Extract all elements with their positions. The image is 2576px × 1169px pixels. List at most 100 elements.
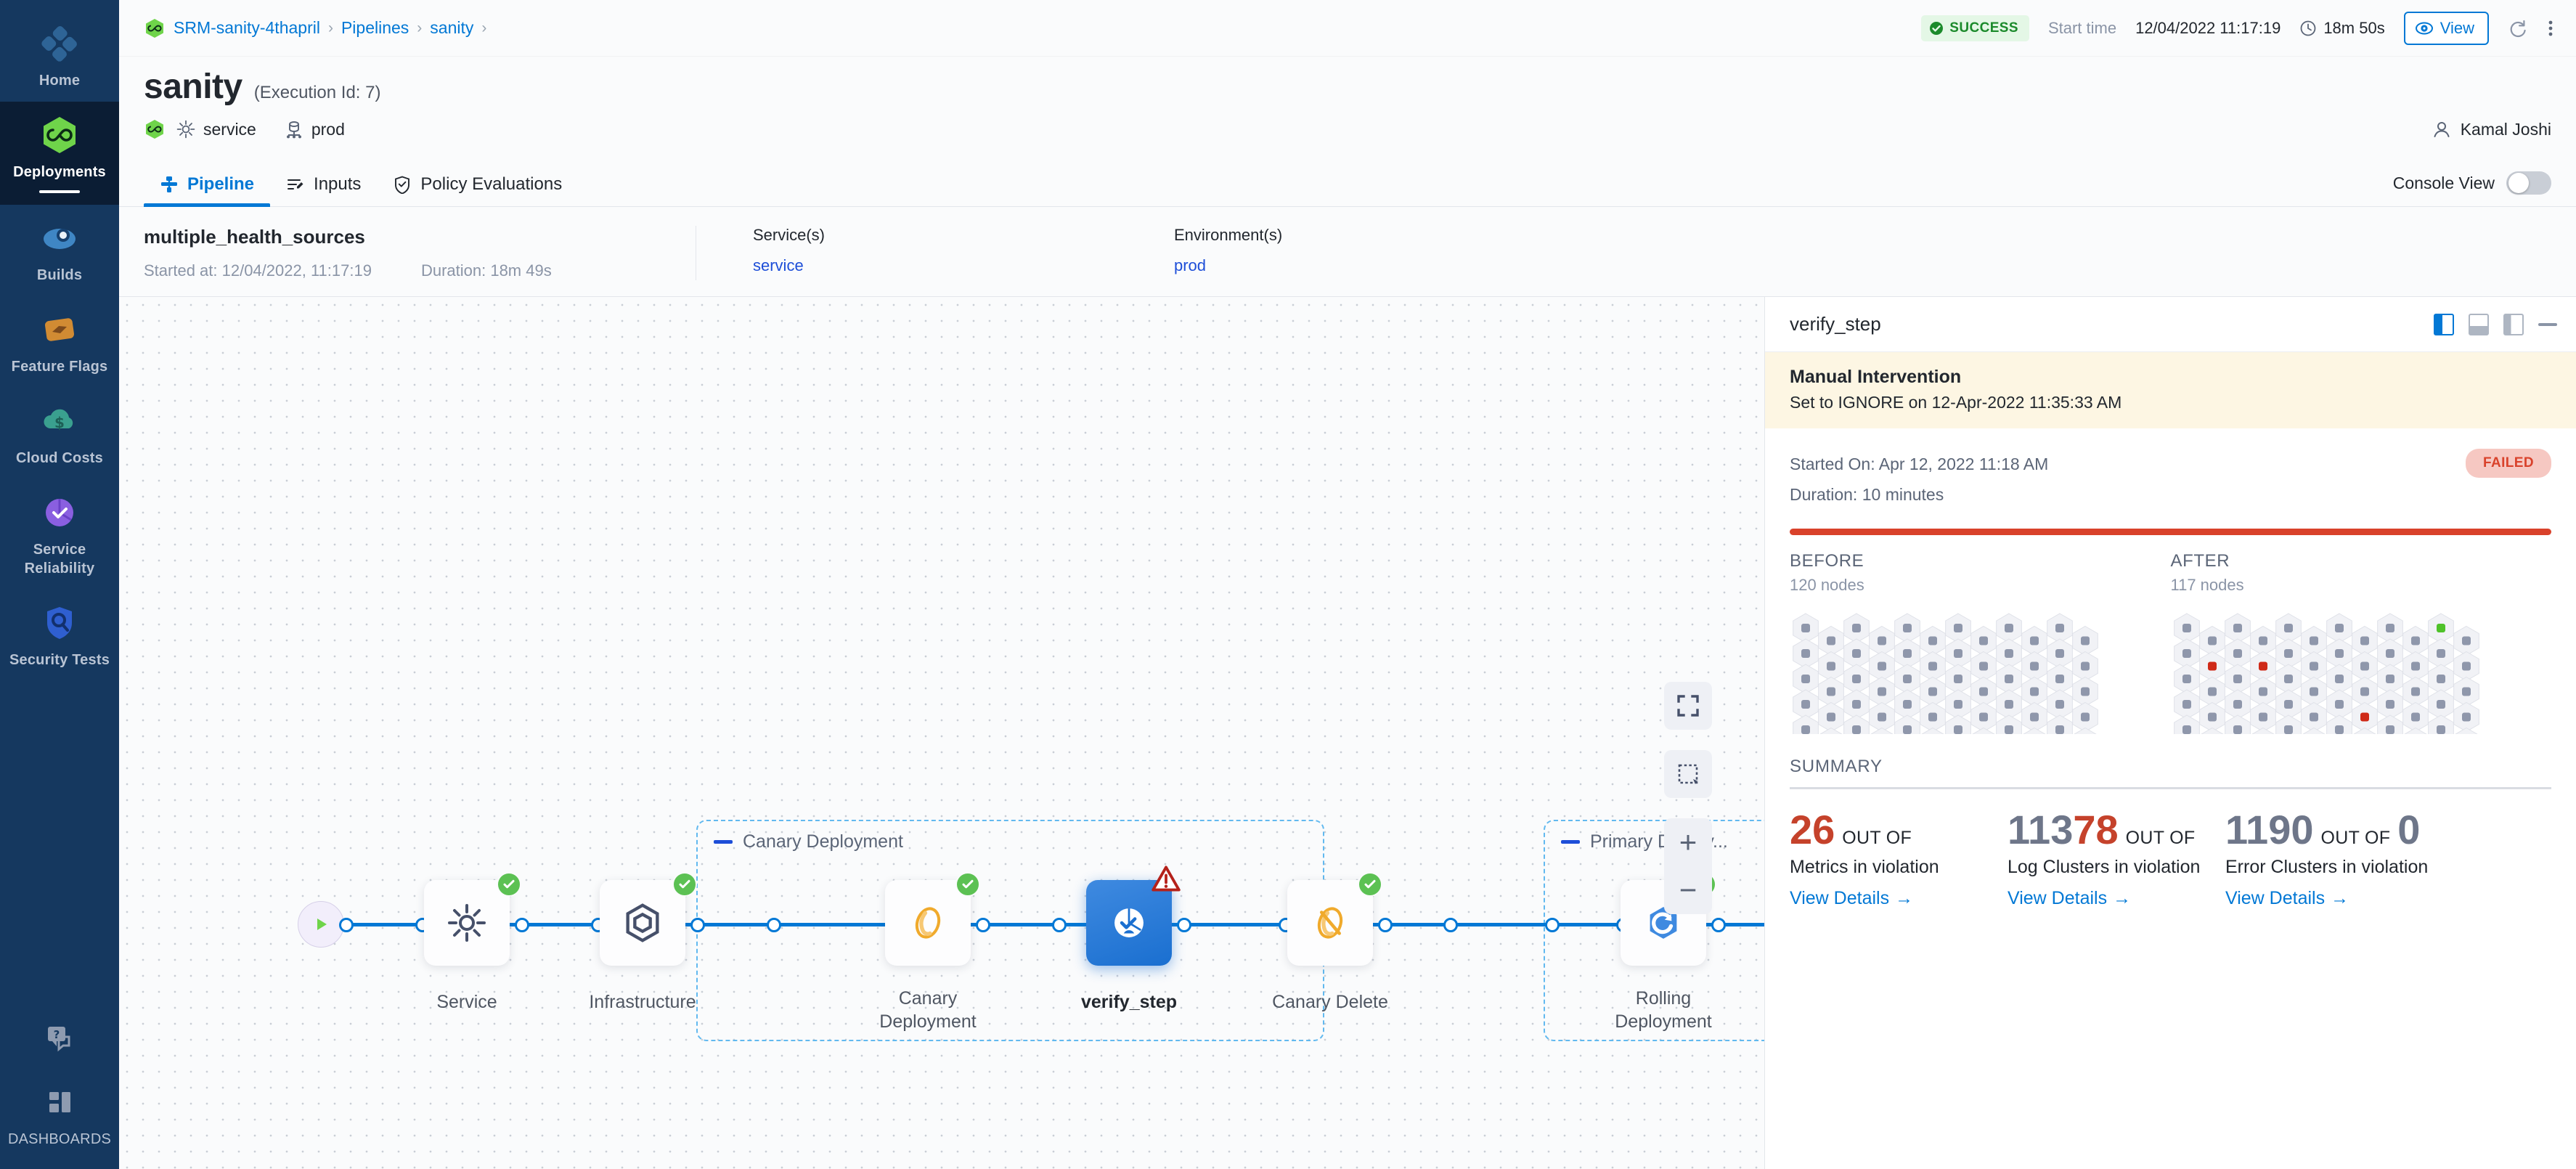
sidebar-label-home: Home — [38, 73, 81, 89]
stage-infrastructure[interactable] — [600, 880, 685, 966]
fit-to-screen-icon[interactable] — [1664, 682, 1712, 730]
console-view-switch[interactable] — [2506, 171, 2551, 195]
start-time-label: Start time — [2047, 18, 2117, 37]
connector-dot — [976, 918, 990, 932]
sidebar-item-security-tests[interactable]: Security Tests — [0, 590, 119, 681]
policy-shield-icon — [393, 175, 412, 194]
collapse-dash-icon[interactable] — [1561, 840, 1580, 844]
clock-icon — [2299, 20, 2317, 37]
stage-status-success — [955, 872, 980, 897]
split-bottom-icon[interactable] — [2469, 313, 2489, 335]
collapse-dash-icon[interactable] — [714, 840, 733, 844]
breadcrumb-separator: › — [327, 19, 333, 36]
stat-metrics-link-label: View Details — [1790, 888, 1890, 908]
service-chip[interactable]: service — [176, 119, 256, 139]
sidebar-item-dashboards[interactable]: DASHBOARDS — [0, 1069, 119, 1169]
arrow-right-icon: → — [2113, 888, 2132, 908]
connector-dot — [690, 918, 705, 932]
pipeline-start-node[interactable] — [298, 901, 344, 948]
user-avatar-icon — [2432, 119, 2452, 139]
inputs-icon — [286, 175, 305, 194]
tabs-bar: Pipeline Inputs — [119, 155, 2576, 207]
breadcrumb-item-project[interactable]: SRM-sanity-4thapril — [174, 18, 320, 37]
gear-icon — [176, 119, 196, 139]
execution-summary-bar: multiple_health_sources Started at: 12/0… — [119, 207, 2576, 297]
console-view-label: Console View — [2392, 173, 2495, 192]
harness-infinity-icon — [144, 118, 166, 140]
services-value[interactable]: service — [753, 256, 804, 274]
stage-status-success — [497, 872, 521, 897]
cloud-cost-icon: $ — [39, 401, 80, 441]
hexagon-icon — [620, 900, 665, 945]
rolling-deploy-icon — [1643, 903, 1684, 943]
group-title-canary: Canary Deployment — [714, 831, 903, 852]
tab-policy-evaluations[interactable]: Policy Evaluations — [377, 174, 578, 206]
tab-pipeline[interactable]: Pipeline — [144, 174, 271, 207]
zoom-out-label: − — [1679, 873, 1697, 907]
pipeline-canvas[interactable]: Canary Deployment Primary Deploy... — [119, 297, 1764, 1169]
after-heading: AFTER — [2170, 551, 2230, 571]
breadcrumb-separator: › — [417, 19, 423, 36]
kebab-menu-icon[interactable] — [2547, 18, 2554, 38]
stat-metrics-value-line: 26 OUT OF — [1790, 808, 1993, 852]
select-area-icon[interactable] — [1664, 750, 1712, 798]
breadcrumb-item-sanity[interactable]: sanity — [430, 18, 474, 37]
arrow-right-icon: → — [2331, 888, 2349, 908]
manual-intervention-title: Manual Intervention — [1790, 367, 1962, 387]
sidebar-item-deployments[interactable]: Deployments — [0, 102, 119, 205]
start-time-value: 12/04/2022 11:17:19 — [2135, 18, 2281, 37]
stage-canary-deployment[interactable] — [885, 880, 971, 966]
zoom-in-button[interactable]: + — [1664, 818, 1712, 866]
stage-service[interactable] — [424, 880, 510, 966]
breadcrumb-separator: › — [481, 19, 487, 36]
stage-canary-delete[interactable] — [1287, 880, 1373, 966]
summary-divider — [1790, 787, 2551, 789]
stat-log-clusters-link-label: View Details — [2008, 888, 2108, 908]
stat-error-clusters-link-label: View Details — [2225, 888, 2326, 908]
before-column: BEFORE 120 nodes — [1790, 551, 2171, 758]
stage-label-canary-delete: Canary Delete — [1272, 992, 1388, 1012]
step-duration: Duration: 10 minutes — [1790, 485, 1944, 504]
sidebar-item-builds[interactable]: Builds — [0, 205, 119, 296]
execution-sub: Started at: 12/04/2022, 11:17:19 Duratio… — [144, 261, 696, 280]
split-left-icon[interactable] — [2503, 313, 2524, 335]
services-column: Service(s) service — [728, 226, 1149, 280]
before-hex-grid — [1790, 611, 2171, 758]
verify-icon — [1108, 902, 1150, 944]
zoom-out-button[interactable]: − — [1664, 866, 1712, 914]
work-area: Canary Deployment Primary Deploy... — [119, 297, 2576, 1169]
stat-error-clusters-view-details[interactable]: View Details → — [2225, 888, 2349, 909]
builds-icon — [39, 218, 80, 258]
step-status-badge: FAILED — [2466, 449, 2551, 478]
minimize-icon[interactable] — [2538, 322, 2557, 326]
tab-inputs[interactable]: Inputs — [270, 174, 377, 206]
environments-value[interactable]: prod — [1174, 256, 1207, 274]
refresh-icon[interactable] — [2508, 18, 2528, 38]
svg-text:$: $ — [54, 414, 65, 431]
page-title: sanity — [144, 68, 242, 106]
split-right-icon[interactable] — [2434, 313, 2454, 335]
failed-progress-bar — [1790, 529, 2551, 535]
environment-chip[interactable]: prod — [284, 119, 345, 139]
stage-status-warning — [1152, 865, 1181, 896]
zoom-in-label: + — [1679, 825, 1697, 859]
stat-error-clusters-denominator: 0 — [2397, 807, 2421, 852]
sidebar-item-help[interactable]: ? — [0, 1003, 119, 1069]
security-shield-icon — [39, 603, 80, 643]
sidebar-item-home[interactable]: Home — [0, 10, 119, 102]
sidebar-item-cloud-costs[interactable]: $ Cloud Costs — [0, 388, 119, 479]
view-button[interactable]: View — [2403, 11, 2489, 45]
sidebar-item-feature-flags[interactable]: Feature Flags — [0, 296, 119, 388]
stat-log-clusters-denominator: 78 — [2073, 807, 2119, 852]
stage-group-canary-deployment[interactable]: Canary Deployment — [696, 820, 1324, 1041]
stat-log-clusters-view-details[interactable]: View Details → — [2008, 888, 2131, 909]
sidebar-item-service-reliability[interactable]: Service Reliability — [0, 479, 119, 590]
stat-metrics-view-details[interactable]: View Details → — [1790, 888, 1913, 909]
breadcrumb-item-pipelines[interactable]: Pipelines — [341, 18, 409, 37]
stat-error-clusters-outof: OUT OF — [2320, 828, 2391, 848]
user-chip[interactable]: Kamal Joshi — [2432, 119, 2551, 139]
sidebar-active-underline — [39, 190, 80, 193]
stage-verify-step[interactable] — [1086, 880, 1172, 966]
stage-status-success — [672, 872, 697, 897]
services-label: Service(s) — [753, 226, 826, 244]
